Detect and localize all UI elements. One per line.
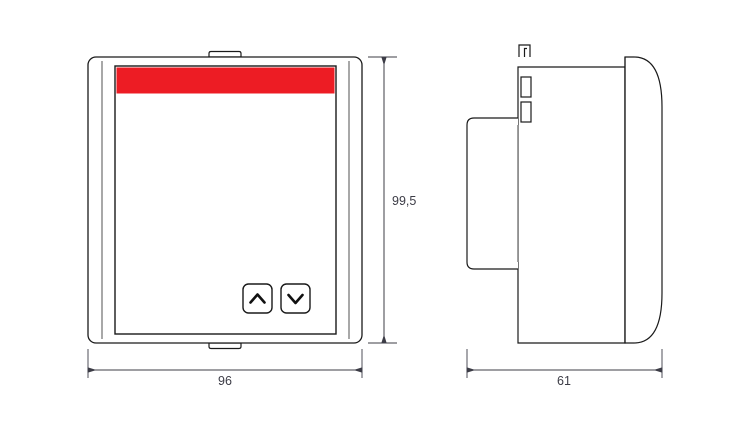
chevron-down-icon xyxy=(287,293,304,305)
side-depth-dimension: 61 xyxy=(466,349,663,388)
up-button[interactable] xyxy=(242,283,273,314)
side-view xyxy=(466,44,663,344)
side-depth-value: 61 xyxy=(557,374,571,388)
vent-slot-lower xyxy=(520,101,532,123)
front-width-value: 96 xyxy=(218,374,232,388)
front-height-value: 99,5 xyxy=(392,194,416,208)
front-height-dimension: 99,5 xyxy=(368,56,423,344)
dim-text-mask xyxy=(389,191,423,208)
down-button[interactable] xyxy=(280,283,311,314)
front-bezel-profile xyxy=(624,56,663,344)
rear-terminal-block xyxy=(466,117,518,270)
front-view xyxy=(87,50,363,350)
up-button-body[interactable] xyxy=(242,283,273,314)
chevron-up-icon xyxy=(249,293,266,304)
down-button-body[interactable] xyxy=(280,283,311,314)
side-body-housing xyxy=(517,66,626,344)
front-width-dimension: 96 xyxy=(87,349,363,388)
mounting-clip-hook-stem xyxy=(523,47,527,57)
bottom-mounting-tab xyxy=(208,342,242,350)
display-status-banner xyxy=(116,67,335,94)
top-mounting-tab xyxy=(208,50,242,58)
vent-slot-upper xyxy=(520,76,532,98)
mounting-clip-hook xyxy=(518,44,531,57)
